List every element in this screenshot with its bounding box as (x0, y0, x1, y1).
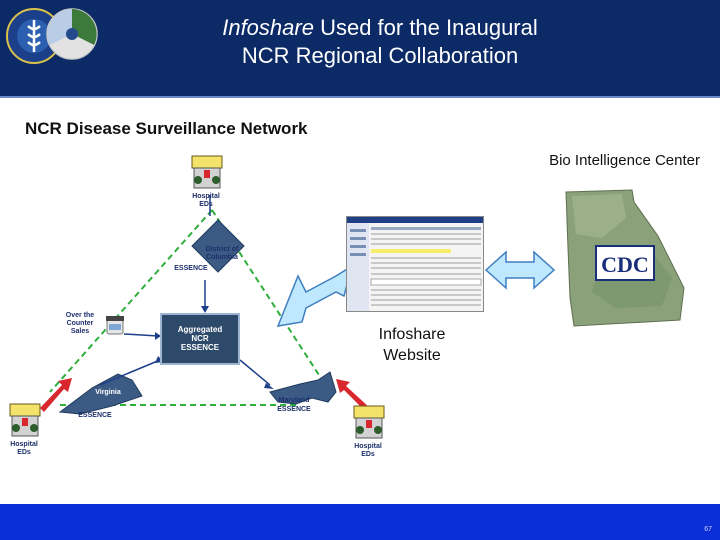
title-emphasis: Infoshare (222, 15, 314, 40)
virginia-essence-label: ESSENCE (78, 412, 112, 419)
double-arrow-infoshare-bic (484, 250, 556, 290)
header-divider (0, 96, 720, 98)
header-bar (0, 0, 720, 96)
otc-line-3: Sales (70, 328, 90, 335)
bio-intelligence-center-label: Bio Intelligence Center (549, 152, 700, 169)
hospital-left-line-1: Hospital (10, 441, 38, 448)
arrow-head-dc (201, 306, 209, 313)
otc-line-2: Counter (66, 320, 94, 327)
hospital-right-line-2: EDs (361, 451, 375, 458)
agg-line-2: NCR (191, 334, 209, 343)
website-thumbnail-graphic (347, 217, 483, 311)
maryland-essence-label: ESSENCE (277, 406, 311, 413)
red-arrow-left (40, 378, 72, 412)
arrow-va-to-agg (99, 359, 161, 386)
red-arrow-right (336, 379, 370, 412)
infoshare-website-screenshot (346, 216, 484, 312)
slide-title: Infoshare Used for the Inaugural NCR Reg… (150, 14, 610, 70)
seal-logo-icon (6, 8, 98, 64)
hospital-top-line-1: Hospital (192, 193, 220, 200)
arrow-head-otc (155, 332, 161, 340)
title-line-1: Infoshare Used for the Inaugural (150, 14, 610, 42)
hospital-right-line-1: Hospital (354, 443, 382, 450)
arrow-md-to-agg (239, 359, 271, 386)
triangle-edge-left (49, 209, 213, 393)
infoshare-line-2: Website (383, 347, 441, 364)
footer-bar (0, 504, 720, 540)
infoshare-line-1: Infoshare (378, 326, 446, 343)
arrow-head-md (264, 383, 274, 389)
hospital-label-left: Hospital EDs (4, 441, 44, 457)
section-title: NCR Disease Surveillance Network (25, 119, 308, 138)
hospital-label-right: Hospital EDs (348, 443, 388, 459)
hospital-icon-left (9, 403, 41, 437)
georgia-map-image: CDC (565, 189, 685, 327)
pill-bottle-icon (106, 316, 124, 335)
maryland-map-shape (269, 371, 337, 405)
dc-label: District of Columbia (205, 246, 239, 261)
maryland-label: Maryland (278, 397, 310, 404)
title-line-2: NCR Regional Collaboration (241, 43, 519, 68)
title-line-1-rest: Used for the Inaugural (313, 15, 538, 40)
virginia-label: Virginia (95, 389, 121, 396)
dc-essence-label: ESSENCE (174, 265, 208, 272)
hospital-top-line-2: EDs (199, 201, 213, 208)
otc-line-1: Over the (65, 312, 95, 319)
hospital-left-line-2: EDs (17, 449, 31, 456)
arrow-otc-to-agg (123, 333, 159, 337)
cdc-logo-text: CDC (601, 252, 649, 277)
agg-line-1: Aggregated (177, 325, 223, 334)
agg-line-3: ESSENCE (180, 343, 220, 352)
double-arrow-network-infoshare (276, 264, 354, 327)
infoshare-website-label: Infoshare Website (352, 324, 472, 366)
hospital-icon-top (191, 155, 223, 189)
otc-label: Over the Counter Sales (56, 312, 104, 336)
hospital-label-top: Hospital EDs (186, 193, 226, 209)
triangle-edge-right (211, 209, 331, 393)
dc-map-shape (191, 219, 245, 273)
virginia-map-shape (58, 373, 143, 415)
hospital-icon-right (353, 405, 385, 439)
page-number: 67 (704, 526, 712, 533)
aggregated-ncr-essence-box: Aggregated NCR ESSENCE (160, 313, 240, 365)
